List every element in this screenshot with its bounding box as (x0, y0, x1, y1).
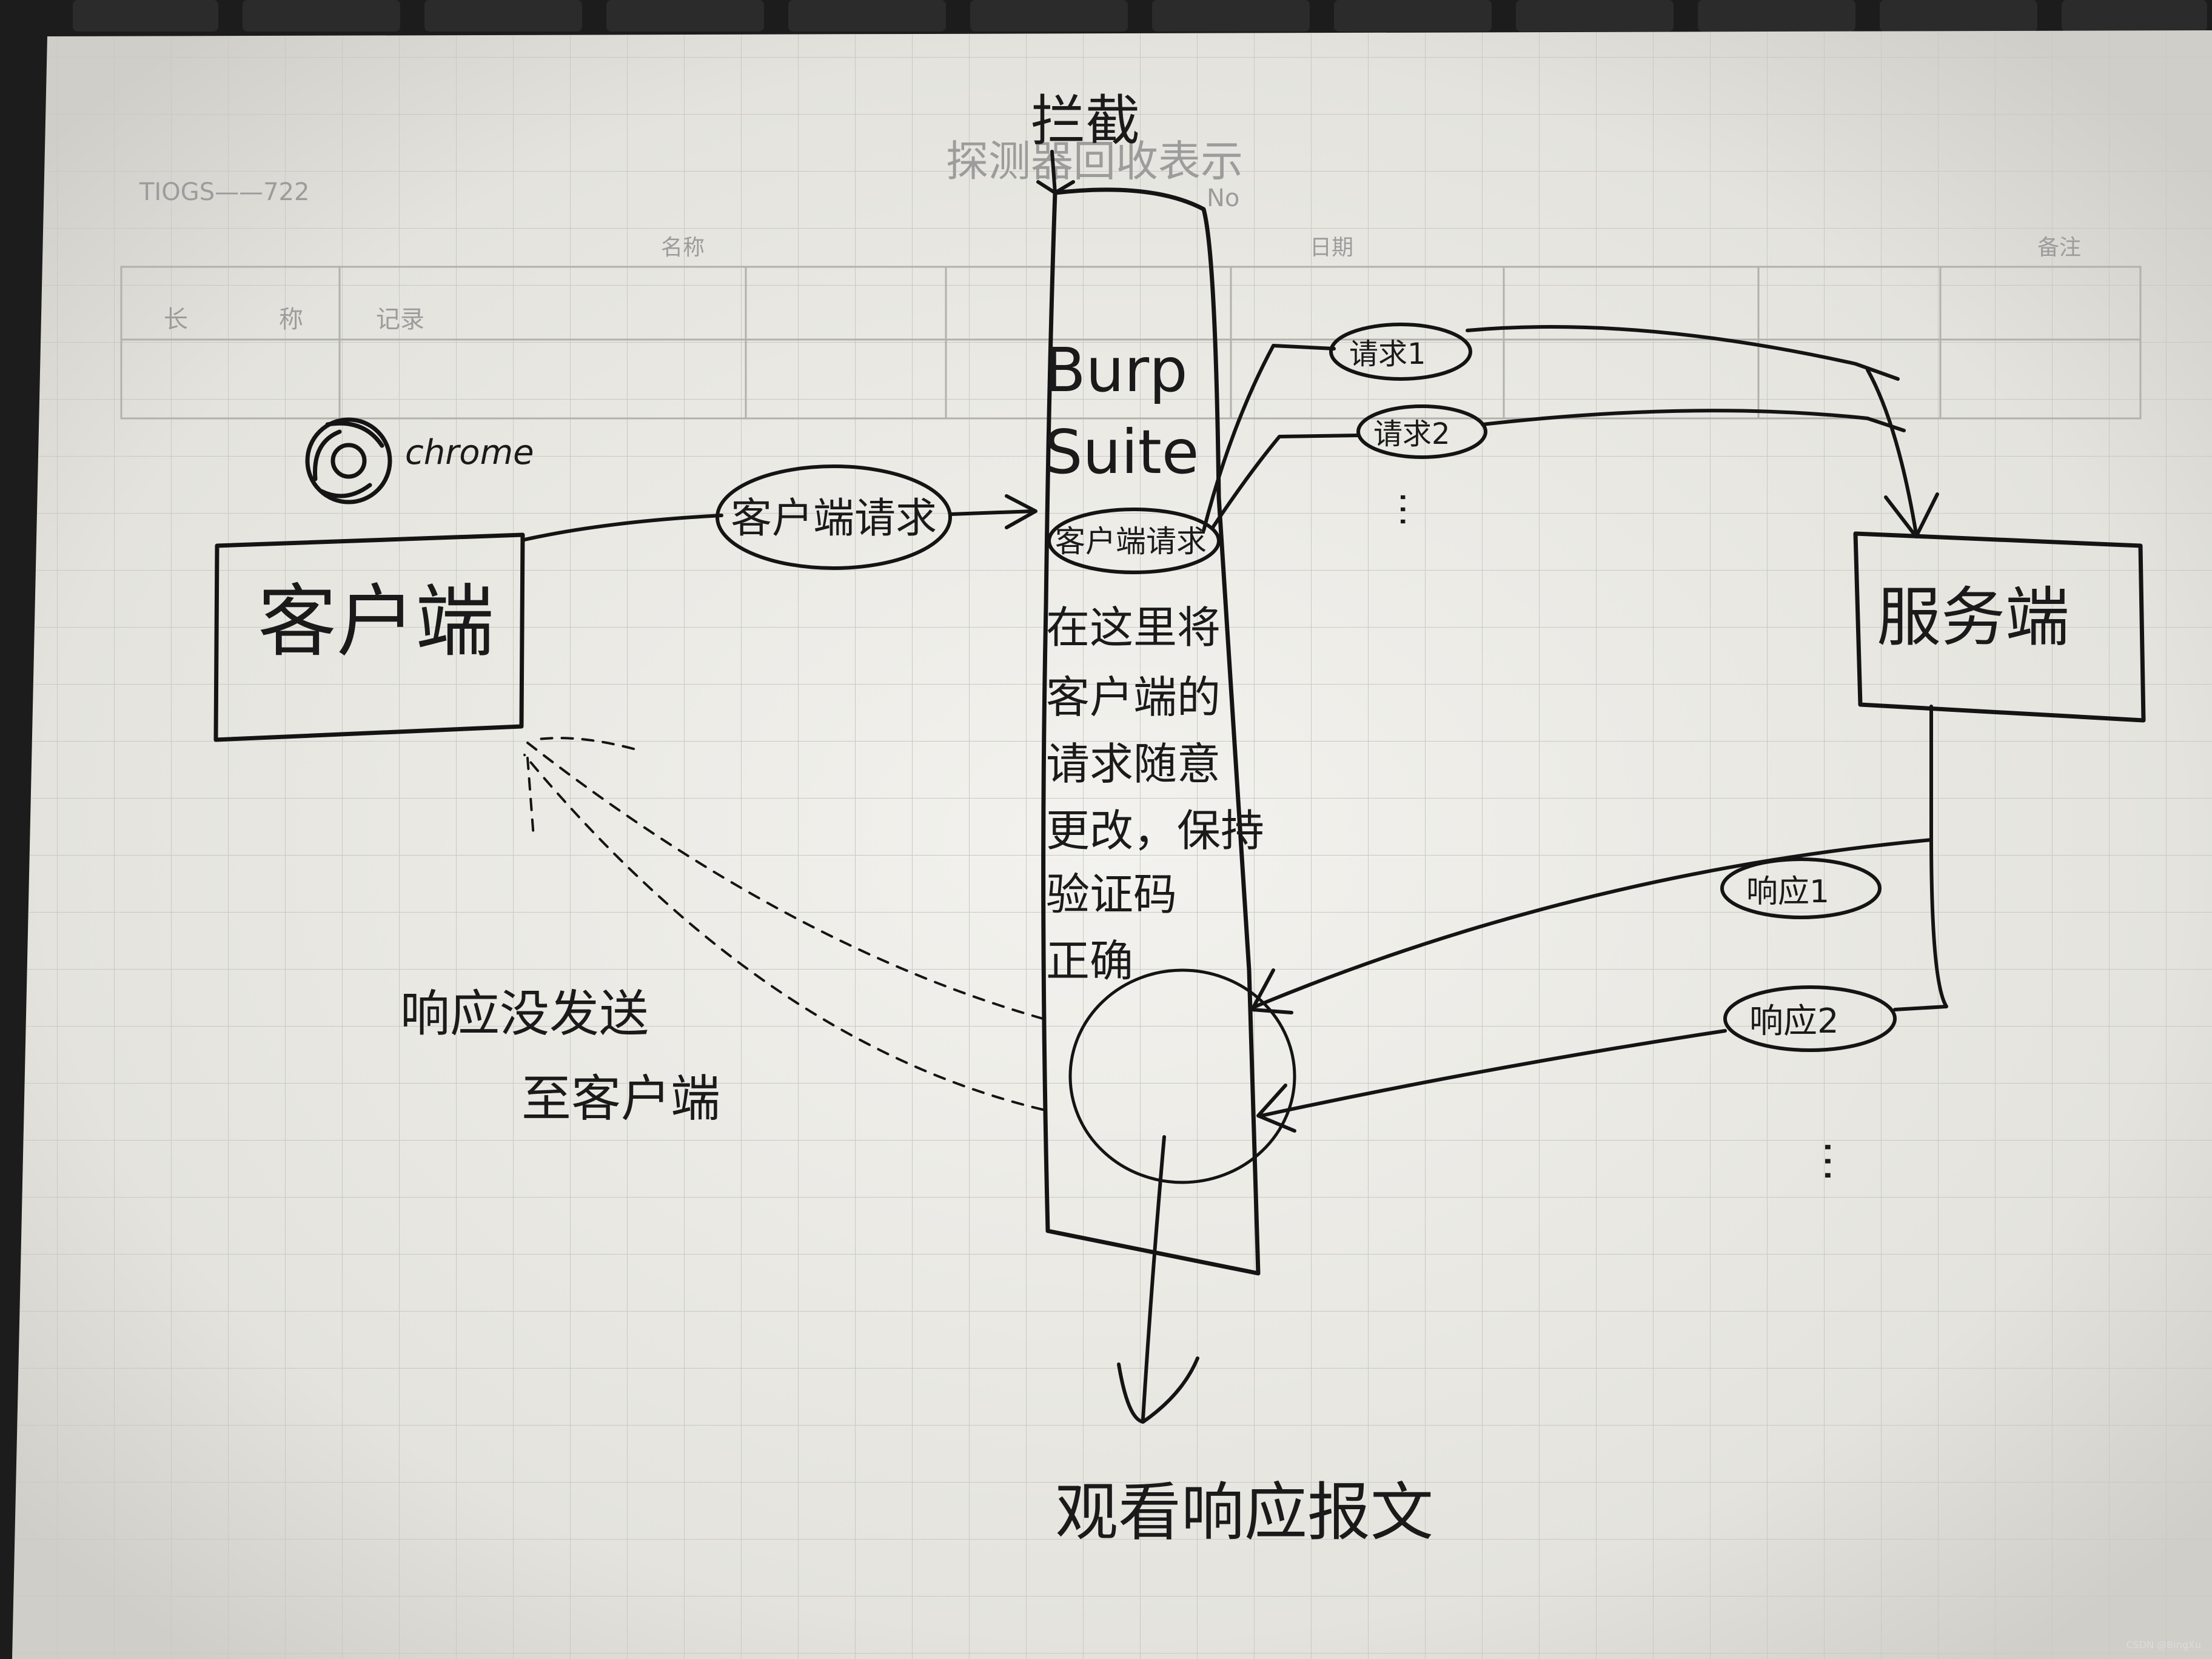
request-2-line (1211, 409, 1906, 529)
bubble-to-proxy-arrow (949, 494, 1037, 529)
client-request-label: 客户端请求 (731, 495, 937, 543)
faint-row-token-2: 称 (279, 306, 303, 333)
response-not-sent-dashes (523, 737, 1044, 1111)
note-line-2: 客户端的 (1046, 672, 1221, 723)
intercept-label: 拦截 (1031, 89, 1140, 153)
faint-title: 探测器回收表示 (946, 136, 1243, 186)
request-1-bubble (1329, 323, 1472, 381)
request-1-line (1202, 325, 1900, 532)
client-to-proxy-arrow (523, 514, 723, 541)
intercept-arrow (1036, 150, 1075, 195)
suite-label: Suite (1044, 417, 1199, 488)
request-1-label: 请求1 (1349, 337, 1426, 371)
response-1-label: 响应1 (1746, 874, 1829, 910)
note-line-3: 请求随意 (1046, 739, 1221, 789)
faint-table (120, 266, 2142, 420)
note-line-5: 验证码 (1046, 869, 1177, 920)
request-ellipsis: … (1392, 491, 1434, 528)
note-line-1: 在这里将 (1046, 602, 1221, 653)
response-1-arrowhead (1250, 968, 1293, 1014)
response-1-line (1253, 838, 1933, 1008)
browser-label: chrome (405, 433, 534, 472)
response-catch-circle (1068, 968, 1296, 1184)
note-line-6: 正确 (1046, 936, 1133, 987)
response-bracket (1893, 705, 1948, 1011)
client-box (213, 532, 525, 742)
proxy-note: 在这里将 客户端的 请求随意 更改，保持 验证码 正确 (1046, 602, 1264, 987)
response-2-label: 响应2 (1749, 1002, 1839, 1041)
response-not-sent-line-2: 至客户端 (521, 1070, 720, 1128)
proxy-request-label: 客户端请求 (1055, 524, 1207, 559)
server-box (1853, 531, 2146, 723)
keyboard-keys (73, 0, 2207, 32)
client-request-bubble (716, 464, 952, 570)
response-ellipsis: … (1815, 1140, 1865, 1182)
watermark: CSDN @BingXu (2126, 1639, 2201, 1651)
proxy-request-bubble (1047, 508, 1221, 574)
view-response-label: 观看响应报文 (1055, 1475, 1433, 1549)
response-not-sent-line-1: 响应没发送 (400, 985, 649, 1043)
client-label: 客户端 (258, 575, 494, 668)
burp-label: Burp (1044, 335, 1188, 406)
faint-code: TIOGS——722 (139, 178, 309, 206)
faint-no-label: No (1207, 184, 1239, 212)
response-2-line (1259, 1029, 1727, 1118)
response-1-bubble (1720, 857, 1882, 919)
faint-header-1: 名称 (661, 235, 705, 260)
faint-header-2: 日期 (1310, 235, 1353, 260)
view-response-arrow (1117, 1135, 1199, 1424)
faint-row-token-1: 长 (164, 306, 188, 333)
faint-header-3: 备注 (2037, 235, 2081, 260)
request-2-bubble (1356, 404, 1487, 459)
faint-row-token-3: 记录 (376, 306, 424, 333)
response-2-arrowhead (1256, 1084, 1296, 1133)
burp-suite-box (1041, 187, 1261, 1276)
response-2-bubble (1723, 985, 1897, 1052)
request-2-label: 请求2 (1373, 417, 1450, 451)
note-line-4: 更改，保持 (1046, 805, 1264, 856)
server-label: 服务端 (1877, 580, 2070, 655)
chrome-icon (305, 417, 392, 504)
